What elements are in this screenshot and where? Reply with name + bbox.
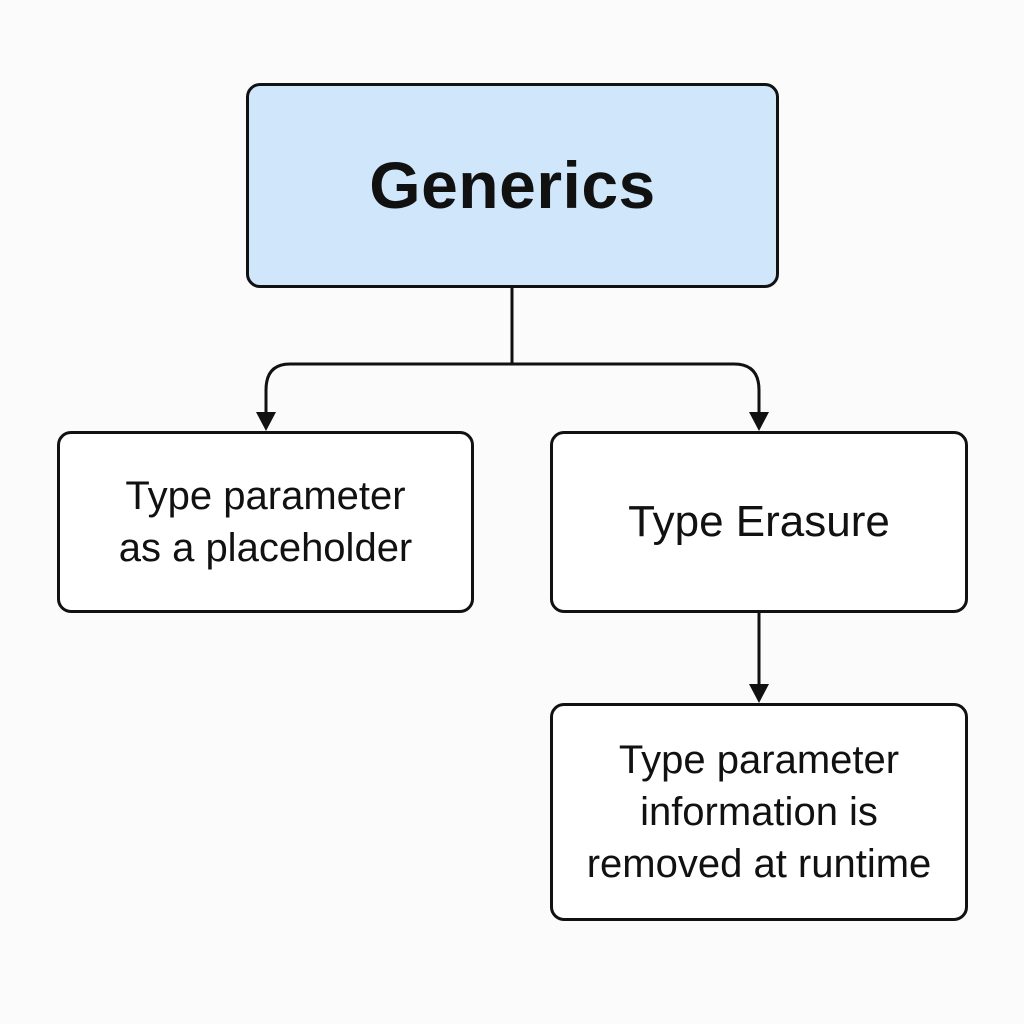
label-line: information is — [640, 790, 878, 834]
arrowhead-runtime-node — [749, 684, 769, 703]
type-parameter-placeholder-node: Type parameter as a placeholder — [57, 431, 474, 613]
type-erasure-label: Type Erasure — [614, 493, 904, 550]
label-line: Type parameter — [125, 474, 406, 518]
generics-root-label: Generics — [369, 147, 656, 222]
arrowhead-placeholder-node — [256, 412, 276, 431]
arrowhead-erasure-node — [749, 412, 769, 431]
connector-to-placeholder-node — [264, 362, 512, 416]
generics-root-node: Generics — [246, 83, 779, 288]
label-line: removed at runtime — [586, 842, 932, 886]
runtime-removal-label: Type parameter information is removed at… — [573, 734, 946, 890]
label-line: Type parameter — [618, 738, 900, 782]
label-line: as a placeholder — [118, 526, 413, 570]
label-line: Type Erasure — [628, 497, 890, 547]
connector-to-erasure-node — [512, 362, 761, 416]
type-erasure-node: Type Erasure — [550, 431, 968, 613]
runtime-removal-node: Type parameter information is removed at… — [550, 703, 968, 921]
type-parameter-placeholder-label: Type parameter as a placeholder — [105, 470, 427, 574]
